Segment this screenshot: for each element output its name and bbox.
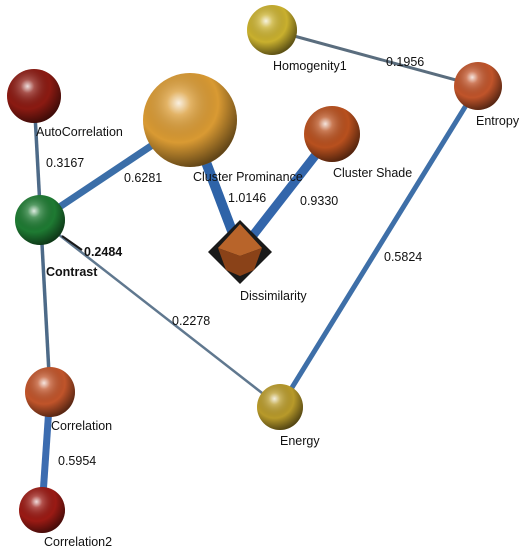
node-cluster-shade[interactable]: Cluster Shade [304, 106, 412, 180]
node-label: Energy [280, 434, 320, 448]
node-autocorrelation-shading [7, 69, 61, 123]
edge-weight-label: 0.6281 [124, 171, 162, 185]
node-label: Homogenity1 [273, 59, 347, 73]
edge-contrast-energy [39, 219, 281, 408]
node-correlation-shading [25, 367, 75, 417]
edge-label-layer: 0.1956 0.3167 0.6281 1.0146 0.9330 0.582… [46, 55, 424, 468]
node-label: Correlation [51, 419, 112, 433]
edge-homogenity1-entropy [271, 28, 479, 88]
edge-weight-label: 0.2484 [84, 245, 122, 259]
node-label: Cluster Prominance [193, 170, 303, 184]
node-label: Correlation2 [44, 535, 112, 549]
node-cluster-shade-shading [304, 106, 360, 162]
edge-weight-label: 0.1956 [386, 55, 424, 69]
node-correlation[interactable]: Correlation [25, 367, 112, 433]
node-contrast-shading [15, 195, 65, 245]
node-contrast[interactable]: Contrast [15, 195, 98, 279]
edge-entropy-energy [277, 84, 481, 409]
node-homogenity1[interactable]: Homogenity1 [247, 5, 347, 73]
node-energy-shading [257, 384, 303, 430]
node-entropy[interactable]: Entropy [454, 62, 520, 128]
edge-weight-label: 0.3167 [46, 156, 84, 170]
node-energy[interactable]: Energy [257, 384, 320, 448]
edge-weight-label: 0.9330 [300, 194, 338, 208]
node-dissimilarity-face-top [218, 224, 262, 256]
node-label: Cluster Shade [333, 166, 412, 180]
node-correlation2-shading [19, 487, 65, 533]
node-autocorrelation[interactable]: AutoCorrelation [7, 69, 123, 139]
node-entropy-shading [454, 62, 502, 110]
node-label: Dissimilarity [240, 289, 307, 303]
node-label: Entropy [476, 114, 520, 128]
node-cluster-prominance-shading [143, 73, 237, 167]
edge-layer [32, 28, 481, 511]
node-dissimilarity-face-bottom [218, 248, 262, 276]
node-label: Contrast [46, 265, 98, 279]
edge-weight-label: 0.5954 [58, 454, 96, 468]
node-cluster-prominance[interactable]: Cluster Prominance [143, 73, 303, 184]
node-label: AutoCorrelation [36, 125, 123, 139]
node-correlation2[interactable]: Correlation2 [19, 487, 112, 549]
edge-weight-label: 0.2278 [172, 314, 210, 328]
edge-weight-label: 0.5824 [384, 250, 422, 264]
edge-contrast-self [61, 235, 83, 251]
node-layer: Homogenity1 Entropy AutoCorrelation Clus… [7, 5, 520, 549]
edge-weight-label: 1.0146 [228, 191, 266, 205]
node-homogenity1-shading [247, 5, 297, 55]
node-dissimilarity[interactable]: Dissimilarity [208, 220, 307, 303]
